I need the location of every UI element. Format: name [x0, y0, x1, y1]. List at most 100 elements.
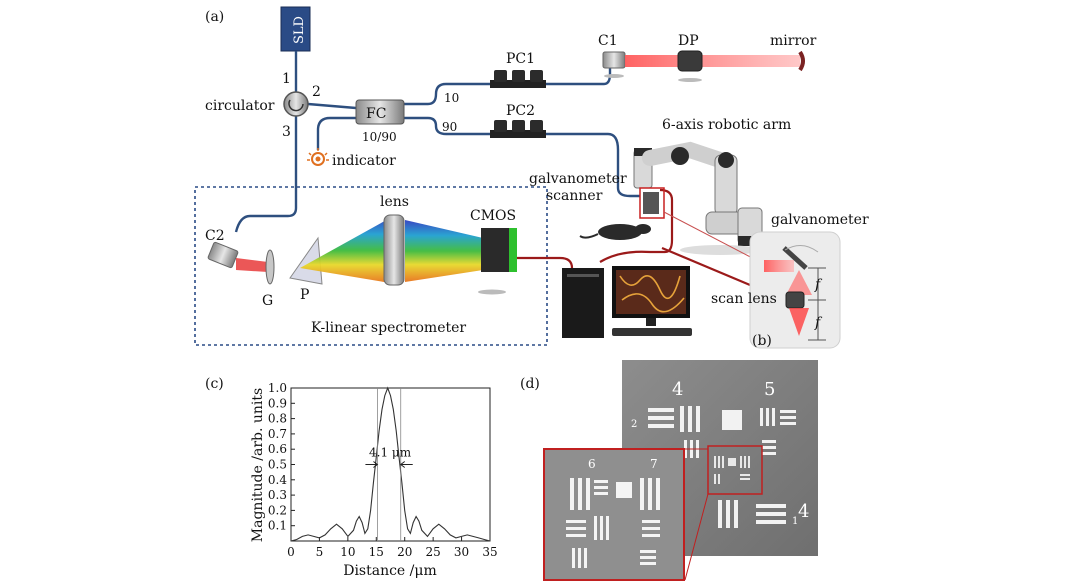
spectrometer-input-beam — [236, 258, 268, 272]
arm-10-label: 10 — [444, 91, 459, 105]
robot-wrist-ring — [634, 148, 652, 156]
reference-arm: C1 DP mirror — [598, 33, 817, 82]
galvo-beam-down — [786, 270, 812, 295]
scanner-highlight — [639, 187, 665, 219]
fiber-indicator — [316, 116, 356, 150]
fwhm-arrow-right — [399, 461, 413, 468]
sld-box — [280, 6, 311, 52]
fc-box — [355, 99, 405, 125]
fc-label: FC — [366, 106, 386, 122]
dp-label: DP — [678, 33, 699, 49]
spectrometer: C2 G P lens CMOS K-linear spectrometer — [194, 186, 548, 346]
indicator-dot — [315, 156, 321, 162]
c1-label: C1 — [598, 33, 618, 49]
pc1-base — [490, 80, 546, 88]
pc2-paddle-2 — [512, 120, 525, 132]
y-tick-label: 0.8 — [268, 412, 287, 426]
robot-label: 6-axis robotic arm — [662, 117, 791, 133]
arm-90-label: 90 — [442, 120, 457, 134]
cmos-sensor — [509, 228, 517, 272]
robot-shadow — [680, 245, 760, 255]
galvo-mirror — [782, 246, 808, 270]
robot-joint-2 — [718, 152, 734, 168]
panel-b-label: (b) — [752, 333, 772, 349]
fiber-circ-fc — [307, 102, 357, 110]
x-axis-label: Distance /μm — [343, 563, 437, 579]
c2-label: C2 — [205, 228, 225, 244]
x-tick-label: 5 — [316, 545, 324, 559]
plot-frame — [290, 387, 491, 542]
cmos-camera — [481, 228, 509, 272]
psf-curve-1 — [290, 386, 491, 542]
y-tick-label: 0.5 — [268, 458, 287, 472]
focused-beam — [789, 308, 809, 336]
scanner-body — [643, 192, 659, 214]
pc-drive — [567, 274, 599, 277]
mouse-head — [635, 224, 651, 234]
panel-d: (d) 4 5 4 2 1 6 7 — [520, 360, 818, 581]
cmos-shadow — [478, 289, 506, 295]
panel-c-label: (c) — [205, 376, 224, 392]
c1-shadow — [604, 74, 624, 78]
port-3-label: 3 — [282, 124, 291, 140]
indicator-label: indicator — [332, 153, 396, 169]
pc2-label: PC2 — [506, 103, 535, 119]
reference-beam — [625, 55, 800, 67]
dispersed-beam-2 — [405, 220, 483, 282]
indicator-rays — [307, 148, 329, 161]
y-tick-label: 0.7 — [268, 427, 287, 441]
x-tick-label: 20 — [397, 545, 412, 559]
galvo-scanner-label-1: galvanometer — [529, 171, 627, 187]
indicator-icon — [311, 152, 325, 166]
circulator-body — [283, 91, 309, 117]
c1-collimator — [602, 51, 626, 69]
panel-a-label: (a) — [205, 9, 224, 25]
focal-markers — [808, 267, 826, 341]
chart-marks: 4.1 μm — [290, 386, 491, 542]
y-tick-label: 0.6 — [268, 442, 287, 456]
dp-element — [677, 50, 703, 72]
indicator: indicator — [307, 148, 396, 169]
pc1-paddle-1 — [494, 70, 507, 82]
galvo-b-label: galvanometer — [771, 212, 869, 228]
cable-pc-scanner — [599, 188, 674, 263]
y-tick-label: 0.4 — [268, 473, 287, 487]
fwhm-arrow-left — [365, 461, 379, 468]
spectrometer-box — [194, 186, 548, 346]
fiber-to-c2 — [234, 116, 298, 233]
element-label-left: 2 — [631, 419, 637, 430]
cable-pc-robot — [661, 246, 751, 287]
zoom-label-left: 6 — [588, 457, 596, 471]
robotic-arm: 6-axis robotic arm — [633, 117, 791, 255]
galvo-arc — [784, 245, 819, 253]
zoom-region-bars — [714, 456, 750, 484]
circulator: 1 2 3 circulator — [205, 71, 321, 140]
panel-d-label: (d) — [520, 376, 540, 392]
fiber-sample-arm — [404, 116, 640, 198]
x-tick-label: 15 — [369, 545, 384, 559]
zoom-connector-lines — [684, 448, 709, 581]
zoom-label-right: 7 — [650, 457, 658, 471]
pc1-paddle-3 — [530, 70, 543, 82]
dispersed-beam-1 — [300, 218, 390, 283]
focal-label-1: f — [814, 277, 823, 293]
spectrometer-label: K-linear spectrometer — [311, 320, 466, 336]
x-tick-label: 30 — [454, 545, 469, 559]
sld-label: SLD — [292, 16, 307, 44]
y-tick-label: 0.2 — [268, 503, 287, 517]
panel-a: (a) SLD 1 2 3 circulator FC 10/90 10 90 — [194, 6, 817, 346]
robot-joint-1 — [671, 147, 689, 165]
cmos-label: CMOS — [470, 208, 516, 224]
target-bars — [648, 406, 796, 528]
lens-label: lens — [380, 194, 409, 210]
fwhm-annotation: 4.1 μm — [369, 446, 412, 460]
scan-lens-label: scan lens — [711, 291, 777, 307]
port-2-label: 2 — [312, 84, 321, 100]
computer — [562, 266, 692, 338]
scanner-callout-line — [663, 211, 761, 263]
pc2-paddle-3 — [530, 120, 543, 132]
y-tick-label: 0.1 — [268, 519, 287, 533]
mirror-element — [798, 50, 805, 72]
pc-tower — [562, 268, 604, 338]
